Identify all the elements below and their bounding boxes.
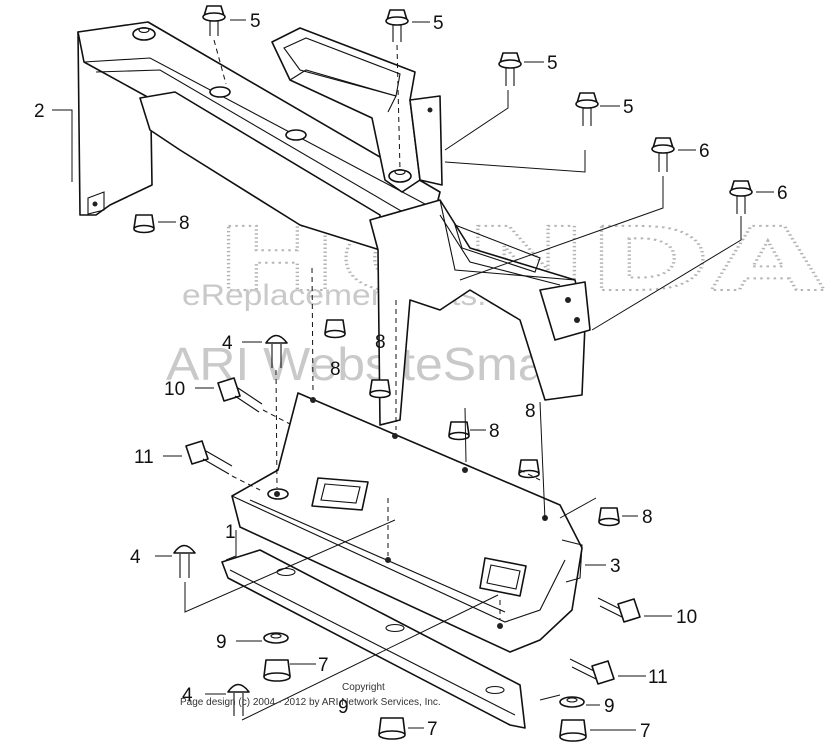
callout-label: 9 (216, 632, 227, 653)
flange-bolt-5-b (385, 9, 409, 42)
callout-label: 10 (164, 379, 185, 400)
part-bracket-3 (231, 392, 583, 653)
flange-nut-8-c (369, 379, 391, 399)
flange-bolt-5-d (575, 92, 599, 126)
copyright-heading: Copyright (342, 682, 385, 693)
callout-label: 5 (547, 53, 558, 74)
callout-label: 7 (427, 719, 438, 740)
nut-7-b (378, 717, 406, 740)
flange-nut-8-a (133, 214, 155, 234)
washer-9-b (559, 696, 585, 708)
hex-bolt-11-b (569, 658, 615, 685)
part-scraper-1 (221, 549, 526, 729)
flange-bolt-5-c (498, 52, 522, 86)
nut-7-a (263, 659, 291, 682)
hex-bolt-11-a (185, 440, 233, 475)
callout-label: 5 (250, 11, 261, 32)
callout-label: 9 (604, 696, 615, 717)
carriage-bolt-4-c (227, 683, 250, 716)
callout-label: 1 (225, 522, 236, 543)
flange-bolt-6-b (729, 180, 753, 214)
flange-nut-8-b (324, 319, 346, 339)
callout-label: 8 (179, 213, 190, 234)
callout-label: 8 (330, 359, 341, 380)
callout-label: 5 (433, 13, 444, 34)
flange-nut-8-d (448, 421, 470, 441)
callout-label: 11 (648, 667, 668, 688)
hex-bolt-10-a (217, 377, 263, 413)
callout-label: 7 (318, 655, 329, 676)
callout-label: 4 (130, 547, 141, 568)
washer-9-a (263, 632, 289, 644)
callout-label: 4 (182, 685, 193, 706)
callout-label: 10 (676, 607, 697, 628)
callout-label: 4 (222, 333, 233, 354)
callout-label: 6 (699, 141, 710, 162)
callout-label: 8 (525, 401, 536, 422)
carriage-bolt-4-b (173, 544, 196, 578)
callout-label: 9 (338, 697, 349, 718)
callout-label: 7 (640, 721, 651, 742)
callout-label: 5 (623, 97, 634, 118)
copyright-text: Page design (c) 2004 - 2012 by ARI Netwo… (180, 697, 441, 708)
callout-label: 6 (777, 183, 788, 204)
callout-label: 8 (375, 332, 386, 353)
callout-label: 8 (642, 507, 653, 528)
nut-7-c (559, 719, 587, 742)
hex-bolt-10-b (597, 597, 641, 623)
callout-label: 2 (34, 101, 45, 122)
flange-bolt-6-a (651, 137, 675, 172)
part-frame-2 (77, 21, 591, 426)
leader-lines (52, 19, 774, 731)
flange-nut-8-f (598, 507, 620, 527)
hidden-lines (213, 39, 541, 620)
flange-bolt-5-a (202, 5, 226, 36)
callout-label: 3 (610, 556, 621, 577)
callout-label: 8 (489, 421, 500, 442)
carriage-bolt-4-a (265, 334, 288, 368)
callout-label: 11 (134, 447, 154, 468)
